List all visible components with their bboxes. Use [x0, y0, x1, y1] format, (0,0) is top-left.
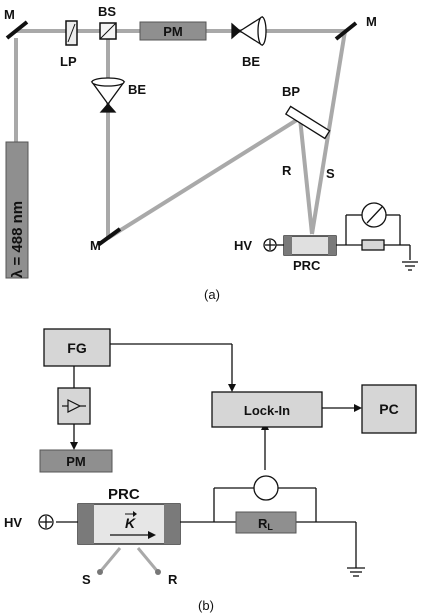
amplifier-icon	[62, 399, 86, 413]
hv-label-b: HV	[4, 515, 22, 530]
label-bp: BP	[282, 84, 300, 99]
pc-label: PC	[379, 401, 398, 417]
beam-s-dot	[97, 569, 103, 575]
polarizer-axis	[67, 23, 76, 43]
label-pm-a: PM	[163, 24, 183, 39]
mirror-top-right	[334, 21, 358, 41]
rl-label: RL	[258, 516, 273, 532]
beam-expander-down	[90, 77, 126, 113]
label-be-right: BE	[242, 54, 260, 69]
hv-source-b	[38, 514, 54, 530]
beam-splitter-diagonal	[99, 22, 117, 40]
panel-b: FG PM Lock-In PC RL	[4, 328, 417, 613]
beam-expander-right	[231, 15, 267, 47]
lockin-box	[211, 391, 323, 428]
label-bs: BS	[98, 4, 116, 19]
mirror-bottom	[96, 227, 122, 247]
label-mirror-top-right: M	[366, 14, 377, 29]
laser-source	[5, 141, 29, 279]
label-s-b: S	[82, 572, 91, 587]
rl-box	[235, 511, 297, 534]
hv-source-a	[263, 238, 284, 252]
prc-label-b: PRC	[108, 486, 140, 503]
pm-box-b	[39, 449, 113, 473]
beam-r	[298, 117, 314, 235]
beam-plate	[284, 105, 331, 140]
input-beams-b	[98, 547, 160, 573]
signal-lines	[56, 343, 365, 577]
label-mirror-bottom: M	[90, 238, 101, 253]
label-be-down: BE	[128, 82, 146, 97]
pm-box	[139, 21, 207, 41]
label-r-b: R	[168, 572, 178, 587]
fg-label: FG	[67, 340, 87, 356]
caption-a: (a)	[204, 287, 220, 302]
panel-a: λ = 488 nm	[4, 4, 418, 302]
pm-label-b: PM	[66, 454, 86, 469]
k-vector-label: K	[125, 515, 136, 531]
meter-circle-b	[253, 475, 279, 501]
lockin-label: Lock-In	[244, 403, 290, 418]
circuit-a	[336, 202, 418, 271]
caption-b: (b)	[198, 598, 214, 613]
beam-r-dot	[155, 569, 161, 575]
prc-crystal	[283, 235, 337, 256]
mirror-top-left	[5, 20, 29, 40]
beam-mirror-bp	[106, 116, 302, 240]
pc-box	[361, 384, 417, 434]
laser-wavelength-label: λ = 488 nm	[9, 201, 26, 278]
fg-box	[43, 328, 111, 367]
label-s-a: S	[326, 166, 335, 181]
label-mirror-top-left: M	[4, 7, 15, 22]
label-prc-a: PRC	[293, 258, 321, 273]
prc-crystal-b	[77, 503, 181, 545]
label-r-a: R	[282, 163, 292, 178]
label-hv-a: HV	[234, 238, 252, 253]
label-lp: LP	[60, 54, 77, 69]
